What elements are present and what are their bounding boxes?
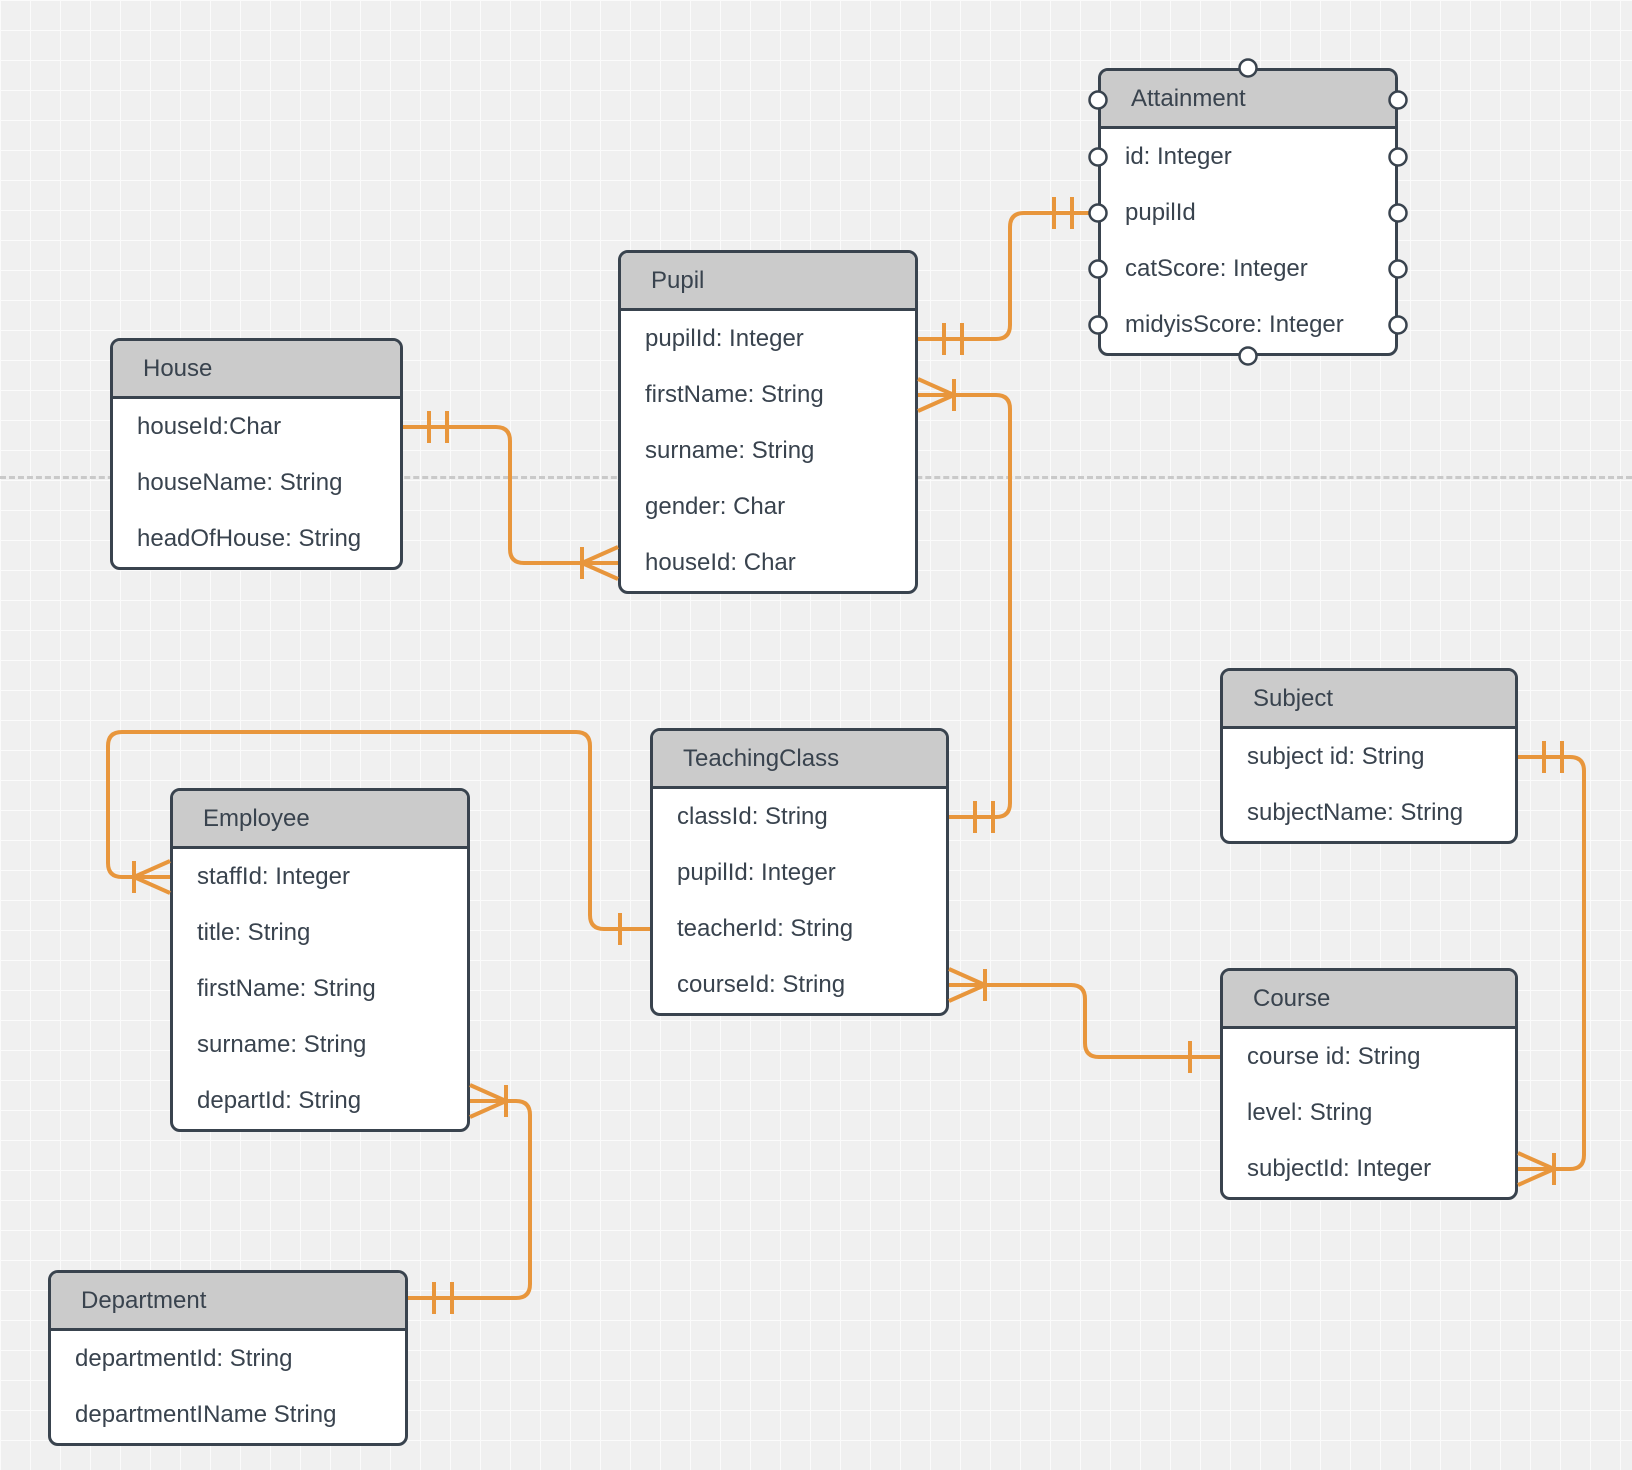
entity-employee[interactable]: Employee staffId: Integer title: String fir…	[170, 788, 470, 1132]
entity-title-house: House	[113, 341, 400, 399]
relationship-house-pupil-crowsfoot-prong	[581, 545, 619, 565]
entity-title-pupil: Pupil	[621, 253, 915, 311]
entity-title-course: Course	[1223, 971, 1515, 1029]
entity-pupil[interactable]: Pupil pupilId: Integer firstName: String su…	[618, 250, 918, 594]
attribute-row[interactable]: catScore: Integer	[1125, 255, 1308, 282]
attribute-row[interactable]: pupilId: Integer	[645, 325, 804, 352]
attribute-row[interactable]: headOfHouse: String	[137, 525, 362, 552]
connection-point[interactable]	[1088, 259, 1108, 279]
relationship-pupil-teachingclass-crowsfoot-prong	[917, 377, 955, 397]
relationship-employee-teachingclass-crowsfoot-prong	[133, 875, 171, 895]
attribute-row[interactable]: midyisScore: Integer	[1125, 311, 1344, 338]
relationship-subject-course-crowsfoot-prong	[1517, 1151, 1555, 1171]
attribute-row[interactable]: firstName: String	[645, 381, 824, 408]
attribute-row[interactable]: departmentId: String	[75, 1345, 293, 1372]
attribute-row[interactable]: surname: String	[645, 437, 815, 464]
entity-teachingclass[interactable]: TeachingClass classId: String pupilId: Int…	[650, 728, 949, 1016]
attribute-row[interactable]: subjectId: Integer	[1247, 1155, 1432, 1182]
connection-point[interactable]	[1088, 147, 1108, 167]
relationship-subject-course-crowsfoot-prong	[1517, 1167, 1555, 1187]
relationship-pupil-attainment[interactable]	[918, 211, 1098, 341]
attribute-row[interactable]: firstName: String	[197, 975, 376, 1002]
connection-point[interactable]	[1388, 90, 1408, 110]
attribute-row[interactable]: surname: String	[197, 1031, 367, 1058]
attribute-row[interactable]: houseName: String	[137, 469, 343, 496]
attribute-row[interactable]: title: String	[197, 919, 311, 946]
relationship-employee-department-crowsfoot-prong	[469, 1099, 507, 1119]
attribute-row[interactable]: teacherId: String	[677, 915, 854, 942]
entity-title-teachingclass: TeachingClass	[653, 731, 946, 789]
attribute-row[interactable]: houseId: Char	[645, 549, 796, 576]
relationship-employee-department-crowsfoot-prong	[469, 1083, 507, 1103]
relationship-teachingclass-course[interactable]	[949, 983, 1220, 1059]
attribute-row[interactable]: pupilId	[1125, 199, 1196, 226]
relationship-teachingclass-course-crowsfoot-prong	[948, 983, 986, 1003]
attribute-row[interactable]: staffId: Integer	[197, 863, 350, 890]
attribute-row[interactable]: courseId: String	[677, 971, 846, 998]
attribute-row[interactable]: departId: String	[197, 1087, 362, 1114]
connection-point[interactable]	[1388, 147, 1408, 167]
connection-point[interactable]	[1238, 346, 1258, 366]
entity-subject[interactable]: Subject subject id: String subjectName: St…	[1220, 668, 1518, 844]
entity-title-attainment: Attainment	[1101, 71, 1395, 129]
relationship-employee-teachingclass[interactable]	[106, 730, 650, 931]
entity-house[interactable]: House houseId:Char houseName: String headOf…	[110, 338, 403, 570]
attribute-row[interactable]: houseId:Char	[137, 413, 282, 440]
relationship-employee-teachingclass-crowsfoot-prong	[133, 859, 171, 879]
relationship-house-pupil-crowsfoot-prong	[581, 561, 619, 581]
attribute-row[interactable]: classId: String	[677, 803, 828, 830]
connection-point[interactable]	[1388, 315, 1408, 335]
attribute-row[interactable]: level: String	[1247, 1099, 1373, 1126]
connection-point[interactable]	[1238, 58, 1258, 78]
attribute-row[interactable]: subject id: String	[1247, 743, 1425, 770]
attribute-row[interactable]: departmentIName String	[75, 1401, 337, 1428]
attribute-row[interactable]: subjectName: String	[1247, 799, 1464, 826]
relationship-house-pupil[interactable]	[403, 425, 618, 565]
entity-course[interactable]: Course course id: String level: String subj…	[1220, 968, 1518, 1200]
connection-point[interactable]	[1088, 203, 1108, 223]
connection-point[interactable]	[1388, 203, 1408, 223]
relationship-subject-course[interactable]	[1518, 755, 1586, 1171]
entity-attainment[interactable]: Attainment id: Integer pupilId catScore: In…	[1098, 68, 1398, 356]
relationship-employee-department[interactable]	[408, 1099, 532, 1300]
entity-title-subject: Subject	[1223, 671, 1515, 729]
attribute-row[interactable]: course id: String	[1247, 1043, 1421, 1070]
entity-title-employee: Employee	[173, 791, 467, 849]
relationship-pupil-teachingclass[interactable]	[918, 393, 1012, 819]
entity-department[interactable]: Department departmentId: String department…	[48, 1270, 408, 1446]
connection-point[interactable]	[1388, 259, 1408, 279]
attribute-row[interactable]: gender: Char	[645, 493, 786, 520]
entity-title-department: Department	[51, 1273, 405, 1331]
relationship-teachingclass-course-crowsfoot-prong	[948, 967, 986, 987]
relationship-pupil-teachingclass-crowsfoot-prong	[917, 393, 955, 413]
connection-point[interactable]	[1088, 90, 1108, 110]
connection-point[interactable]	[1088, 315, 1108, 335]
attribute-row[interactable]: pupilId: Integer	[677, 859, 836, 886]
attribute-row[interactable]: id: Integer	[1125, 143, 1232, 170]
